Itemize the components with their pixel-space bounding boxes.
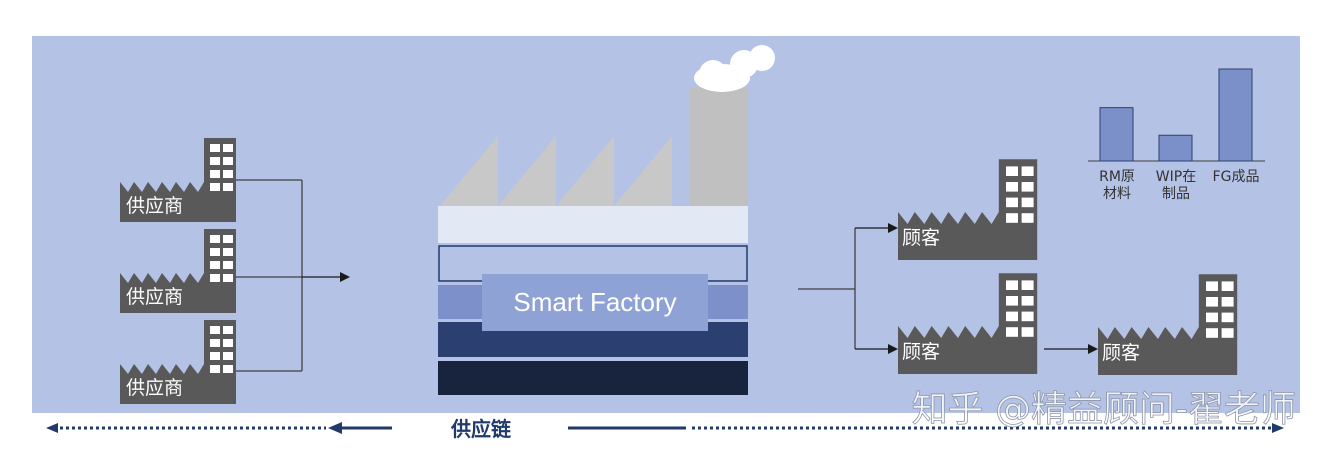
supply-chain-arrow: 供应链 <box>46 417 1284 441</box>
supplier-label: 供应商 <box>126 377 183 399</box>
inventory-label-wip-line1: WIP在 <box>1156 169 1196 185</box>
arrowhead-right <box>1272 423 1284 433</box>
arrowhead-left <box>46 423 58 433</box>
inventory-bar-rm <box>1099 107 1134 162</box>
customer-3: 顾客 <box>1098 274 1238 375</box>
inventory-bar-fg <box>1218 68 1253 162</box>
smoke-icon <box>694 45 775 92</box>
factory-layer-5 <box>438 361 748 395</box>
supplier-1: 供应商 <box>120 138 236 222</box>
factory-roof <box>440 136 672 206</box>
customer-1: 顾客 <box>898 159 1038 260</box>
inventory-label-fg-line1: FG成品 <box>1213 169 1260 185</box>
inventory-label-rm-line1: RM原 <box>1099 169 1135 185</box>
supplier-connectors <box>236 179 350 372</box>
inventory-bar-wip <box>1158 134 1193 162</box>
customer-label: 顾客 <box>902 227 940 249</box>
inventory-chart: RM原 材料 WIP在 制品 FG成品 <box>1088 68 1265 202</box>
supplier-3: 供应商 <box>120 320 236 404</box>
customer-label: 顾客 <box>1102 342 1140 364</box>
factory-layer-1 <box>438 206 748 243</box>
customer-label: 顾客 <box>902 341 940 363</box>
inventory-label-rm-line2: 材料 <box>1103 186 1131 202</box>
smart-factory-box <box>482 274 708 331</box>
supplier-2: 供应商 <box>120 229 236 313</box>
smart-factory-label: Smart Factory <box>513 287 676 317</box>
arrowhead-mid <box>328 422 342 434</box>
chimney <box>690 88 748 206</box>
supplier-label: 供应商 <box>126 286 183 308</box>
inventory-label-wip-line2: 制品 <box>1162 186 1190 202</box>
supply-chain-label: 供应链 <box>450 417 512 441</box>
supplier-label: 供应商 <box>126 195 183 217</box>
customer-2: 顾客 <box>898 273 1038 374</box>
watermark: 知乎 @精益顾问-翟老师 <box>912 389 1296 430</box>
smart-factory: Smart Factory <box>438 45 775 395</box>
customer-connectors <box>798 223 1098 354</box>
